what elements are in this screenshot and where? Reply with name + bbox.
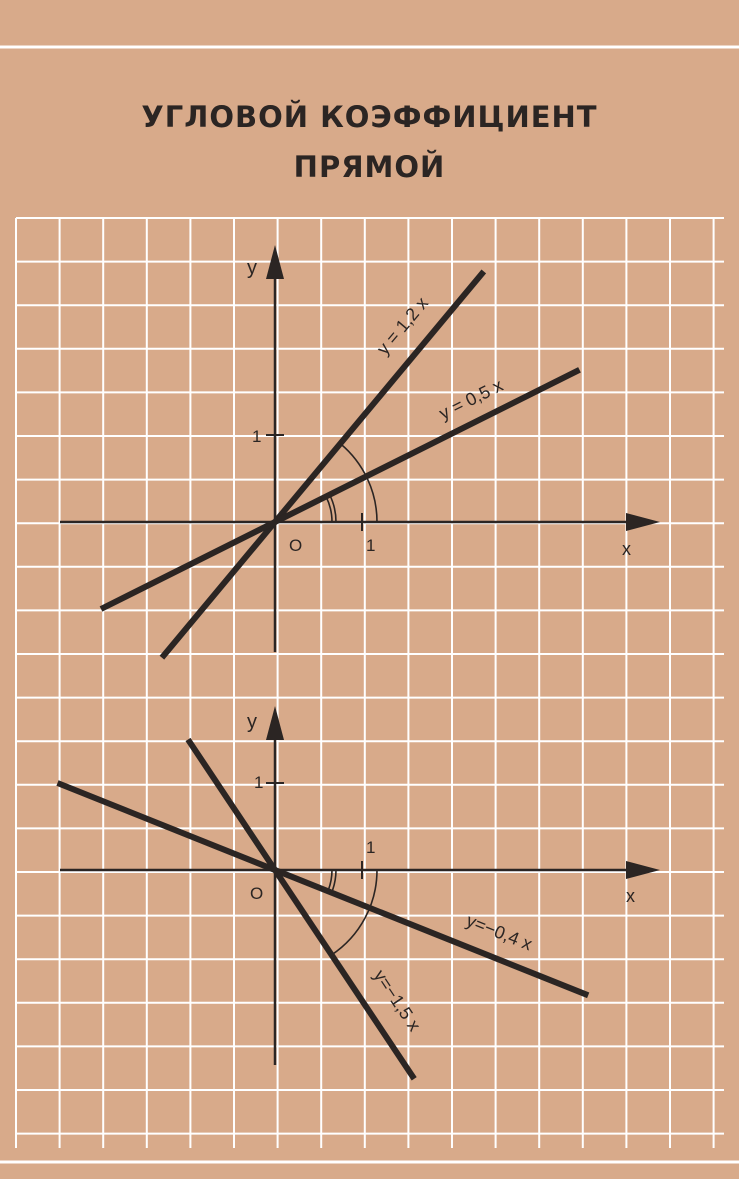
plot-1-y-axis-label: y [247,257,257,279]
angle-arc-3 [331,869,378,956]
angle-arc-1 [327,869,333,892]
x-axis-arrow [626,513,660,531]
plot-positive-slopes: y x O 1 1 y = 1,2 x y = 0,5 x [60,245,660,660]
cover-title-line-1: УГЛОВОЙ КОЭФФИЦИЕНТ [141,100,598,134]
plot-1-origin-label: O [289,536,302,555]
plot-2-origin-label: O [250,884,263,903]
angle-arc-1 [325,496,333,523]
cover-title-line-2: ПРЯМОЙ [293,150,446,184]
y-axis-arrow [266,706,284,740]
plot-2-y-axis-label: y [247,711,257,733]
plot-2-lines [56,737,590,1081]
plot-1-y-tick-label: 1 [252,427,261,446]
plot-1-axes [60,245,660,652]
plot-negative-slopes: y x O 1 1 y=−0,4 x y=−1,5 x [56,706,660,1081]
cover-border-lines [0,45,739,1164]
plot-2-axes [60,706,660,1065]
plot-2-x-tick-label: 1 [366,838,375,857]
x-axis-arrow [626,861,660,879]
y-axis-arrow [266,245,284,279]
series-line-1 [56,780,590,999]
plot-2-angle-arcs [327,869,378,956]
background-grid [15,217,724,1148]
plot-2-y-tick-label: 1 [254,773,263,792]
series-line-2 [185,737,417,1081]
plot-1-x-axis-label: x [622,539,631,559]
plot-1-x-tick-label: 1 [366,536,375,555]
series-line-1 [159,269,487,660]
plot-2-x-axis-label: x [626,886,635,906]
series-line-2 [99,367,581,612]
plot-1-lines [99,269,581,660]
